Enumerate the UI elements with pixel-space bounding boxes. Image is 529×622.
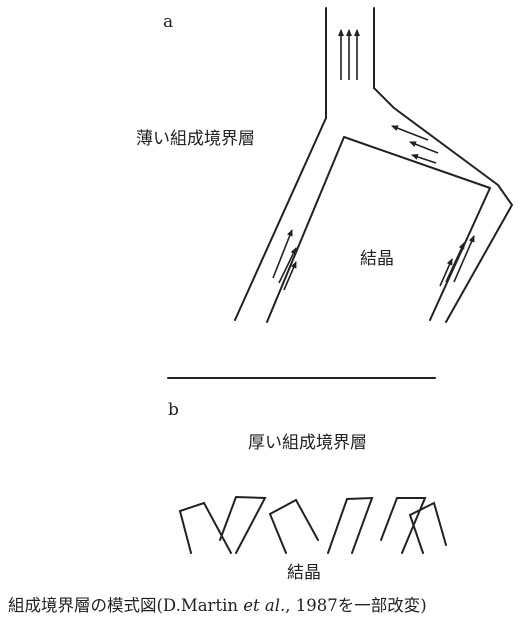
- panel-b-label: b: [168, 400, 179, 420]
- panel-a-label: a: [163, 12, 174, 32]
- flow-arrows-right: [439, 235, 475, 287]
- flow-arrow: [409, 141, 439, 154]
- crystal-shape: [380, 497, 427, 554]
- thick-layer-label: 厚い組成境界層: [248, 433, 367, 453]
- flow-arrow: [272, 229, 293, 279]
- crystal-label-a: 結晶: [360, 249, 394, 269]
- flow-arrow: [453, 235, 475, 283]
- caption-italic: et al.: [243, 596, 286, 615]
- flow-arrows-left: [272, 229, 297, 291]
- flow-arrows-top: [338, 29, 360, 80]
- outer-wall-right: [373, 87, 513, 323]
- outer-wall-left: [234, 117, 327, 321]
- crystal-shape: [408, 501, 447, 554]
- crystal-shape: [327, 496, 374, 554]
- caption-suffix: , 1987を一部改変): [285, 596, 427, 615]
- crystal-label-b: 結晶: [287, 563, 321, 583]
- flow-arrow: [445, 242, 465, 283]
- thin-layer-label: 薄い組成境界層: [136, 129, 255, 149]
- crystal-shape: [219, 495, 267, 554]
- crystal-shape: [178, 501, 232, 554]
- flow-arrow: [278, 247, 297, 284]
- flow-arrow: [439, 258, 453, 287]
- flow-arrows-diagonal: [391, 125, 439, 164]
- crystal-boundary: [266, 136, 491, 323]
- crystal-shape: [268, 498, 319, 554]
- flow-arrow: [391, 125, 429, 141]
- figure-caption: 組成境界層の模式図(D.Martin et al., 1987を一部改変): [8, 592, 427, 616]
- caption-prefix: 組成境界層の模式図(D.Martin: [8, 596, 244, 615]
- flow-arrow: [411, 154, 437, 164]
- thick-layer-crystals: [178, 495, 447, 554]
- flow-arrow: [283, 261, 297, 291]
